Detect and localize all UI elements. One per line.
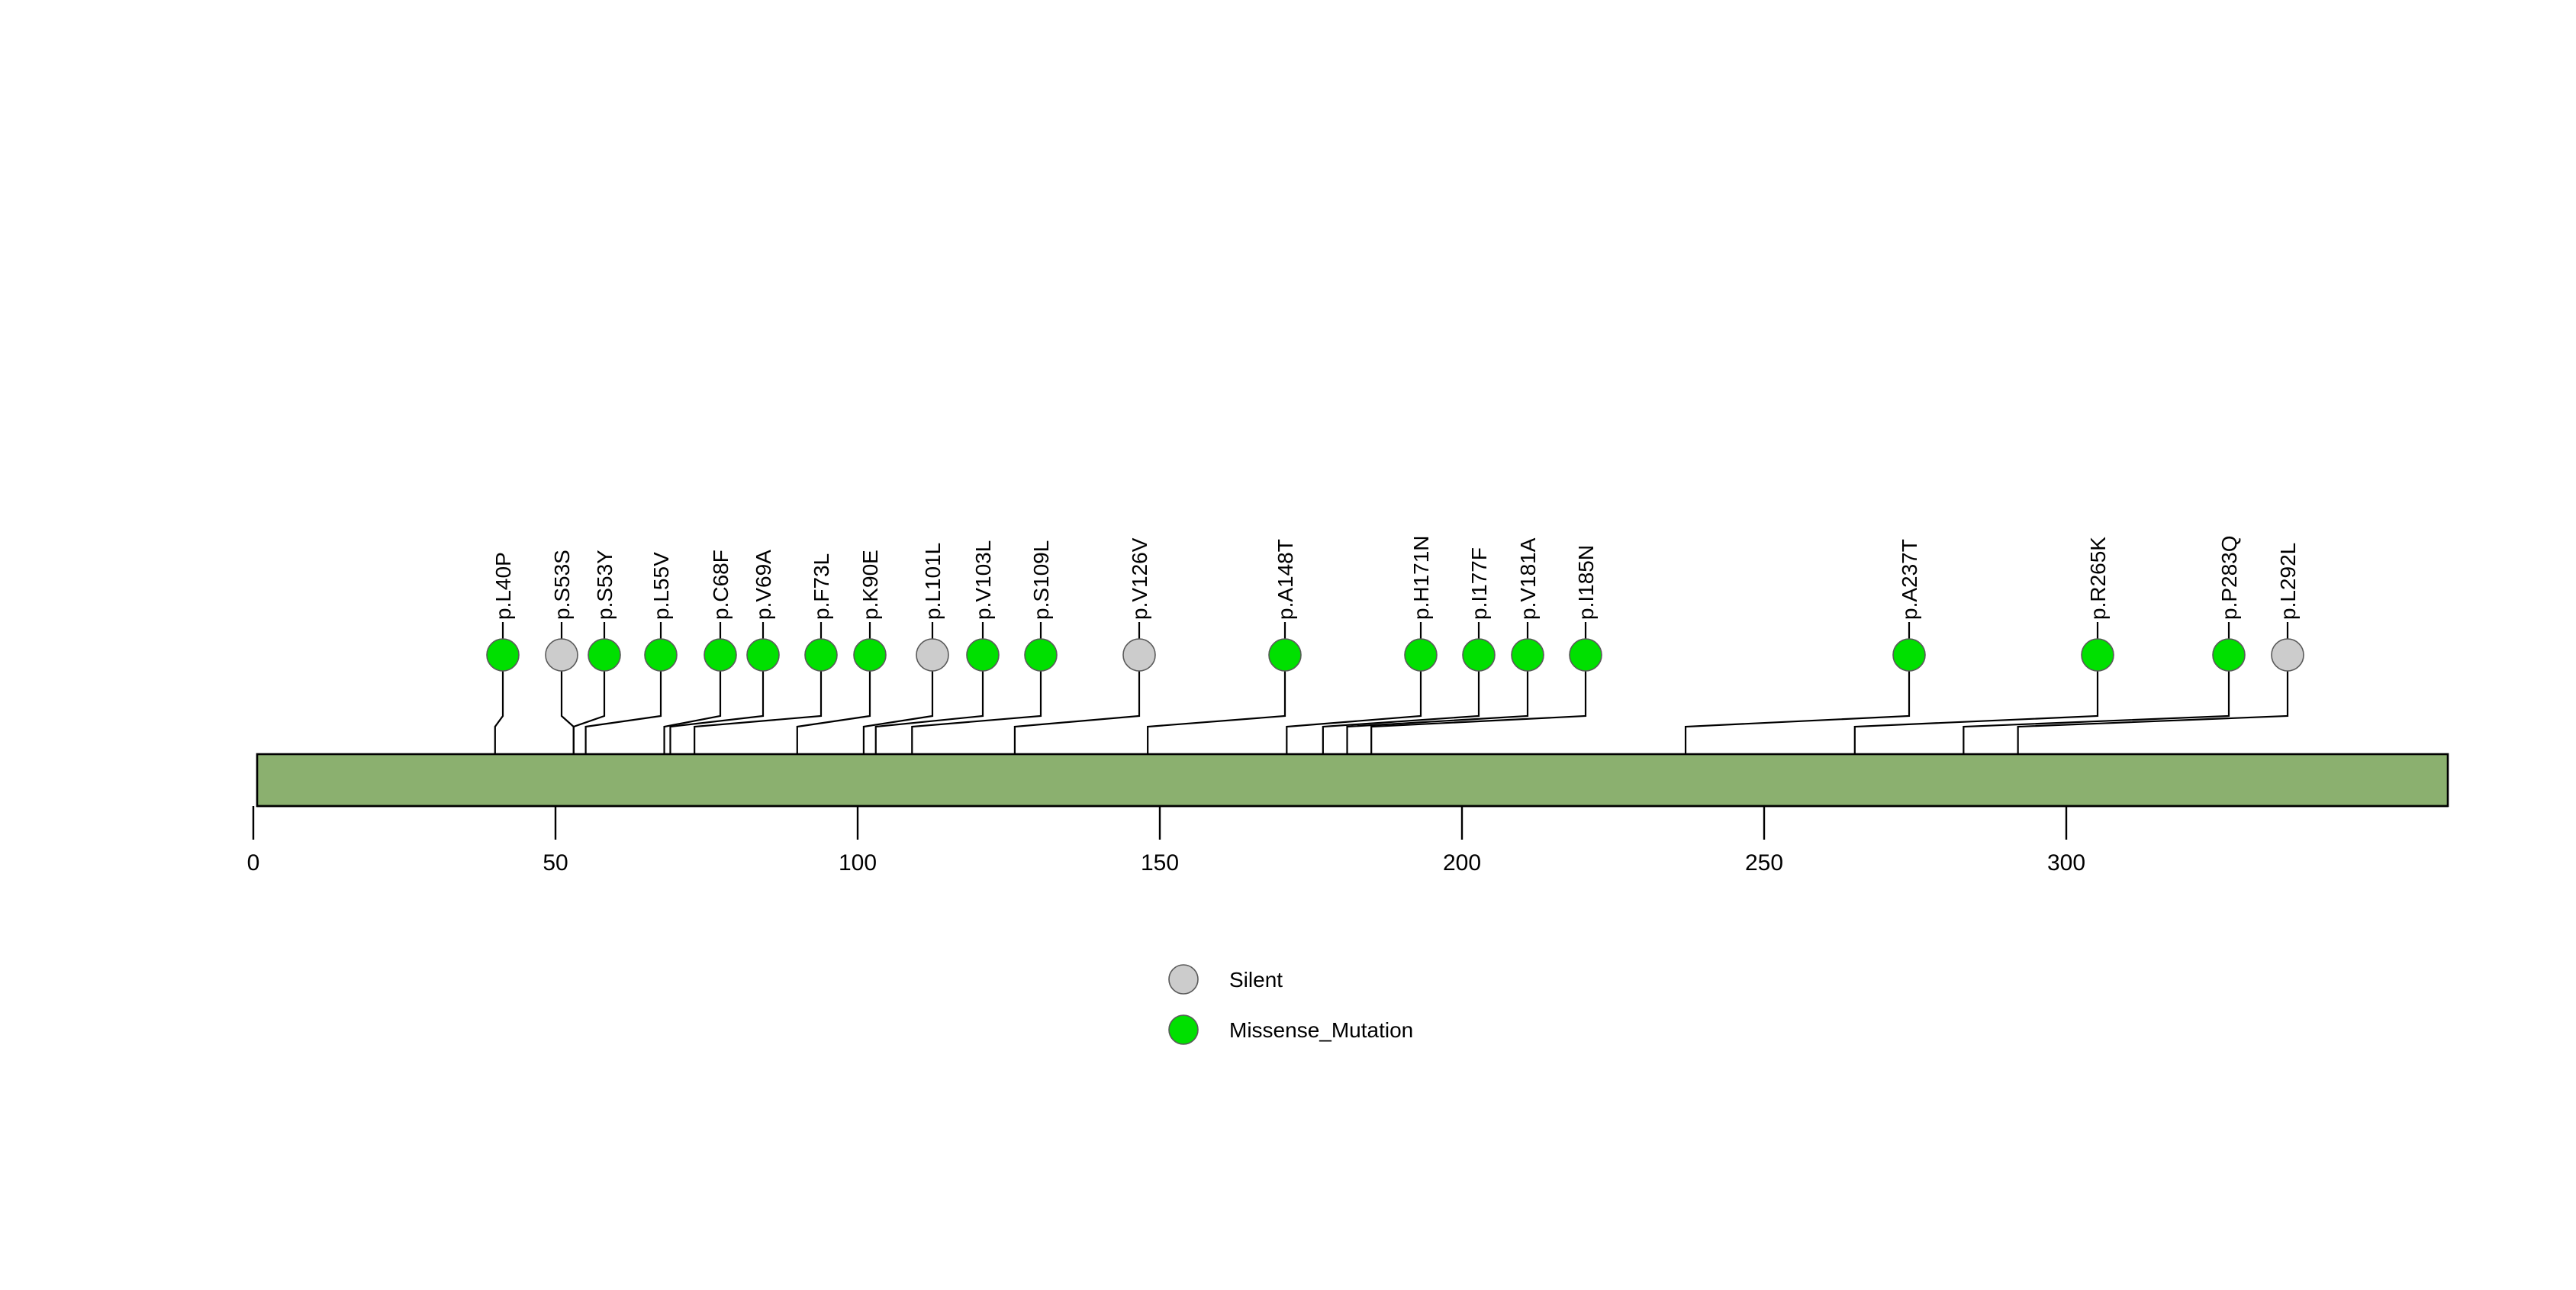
mutation-marker[interactable] — [1122, 638, 1156, 672]
mutation-lollipops-layer — [486, 638, 2304, 672]
mutation-label: p.V126V — [1128, 537, 1151, 620]
protein-domain-bar — [256, 753, 2449, 808]
mutation-label: p.H171N — [1409, 535, 1433, 620]
mutation-marker[interactable] — [916, 638, 949, 672]
mutation-label: p.P283Q — [2217, 535, 2241, 620]
axis-tick-label-250: 250 — [1745, 850, 1783, 876]
legend-label-silent: Silent — [1229, 968, 1283, 992]
mutation-label: p.L40P — [491, 552, 515, 620]
mutation-marker[interactable] — [2081, 638, 2114, 672]
protein-domain-bar-layer — [256, 753, 2449, 808]
mutation-label: p.V69A — [752, 550, 775, 620]
mutation-label: p.S53S — [550, 550, 574, 620]
mutation-label: p.I177F — [1467, 547, 1491, 620]
mutation-marker[interactable] — [1569, 638, 1602, 672]
mutation-label: p.A237T — [1898, 539, 1921, 620]
protein-axis-layer: 0 50 100 150 200 250 300 — [247, 805, 2448, 876]
mutation-marker[interactable] — [1462, 638, 1496, 672]
mutation-marker[interactable] — [545, 638, 578, 672]
mutation-marker[interactable] — [1024, 638, 1058, 672]
mutation-marker[interactable] — [1511, 638, 1544, 672]
mutation-marker[interactable] — [804, 638, 838, 672]
legend-swatch-missense_mutation[interactable] — [1168, 1014, 1199, 1045]
mutation-marker[interactable] — [1268, 638, 1302, 672]
mutation-label: p.L101L — [921, 543, 945, 620]
axis-tick-label-200: 200 — [1443, 850, 1481, 876]
axis-tick-label-150: 150 — [1141, 850, 1179, 876]
mutation-label: p.I185N — [1574, 545, 1598, 620]
mutation-marker[interactable] — [704, 638, 737, 672]
mutation-marker[interactable] — [853, 638, 887, 672]
mutation-label: p.S109L — [1029, 540, 1053, 620]
mutation-marker[interactable] — [644, 638, 678, 672]
mutation-label: p.S53Y — [593, 550, 617, 620]
mutation-labels-layer: p.L40P p.S53S p.S53Y p.L55V p.C68F p.V69A p.F7… — [491, 535, 2300, 620]
mutation-label: p.C68F — [709, 550, 733, 620]
legend-label-missense_mutation: Missense_Mutation — [1229, 1018, 1413, 1042]
mutation-marker[interactable] — [486, 638, 520, 672]
mutation-marker[interactable] — [2271, 638, 2304, 672]
mutation-label: p.V181A — [1516, 537, 1540, 620]
mutation-label: p.V103L — [971, 540, 995, 620]
mutation-label: p.F73L — [810, 553, 833, 620]
mutation-marker[interactable] — [1892, 638, 1926, 672]
axis-tick-label-0: 0 — [247, 850, 260, 876]
mutation-marker[interactable] — [966, 638, 1000, 672]
mutation-label: p.L55V — [649, 552, 673, 620]
mutation-marker[interactable] — [2212, 638, 2246, 672]
mutation-marker[interactable] — [746, 638, 780, 672]
mutation-label: p.A148T — [1274, 539, 1297, 620]
legend-swatch-silent[interactable] — [1168, 964, 1199, 995]
mutation-marker[interactable] — [588, 638, 621, 672]
axis-tick-label-300: 300 — [2047, 850, 2085, 876]
mutation-label: p.R265K — [2086, 537, 2110, 620]
mutation-marker[interactable] — [1404, 638, 1438, 672]
axis-tick-label-50: 50 — [543, 850, 568, 876]
mutation-label: p.L292L — [2276, 543, 2300, 620]
axis-tick-label-100: 100 — [839, 850, 877, 876]
mutation-label: p.K90E — [858, 550, 882, 620]
